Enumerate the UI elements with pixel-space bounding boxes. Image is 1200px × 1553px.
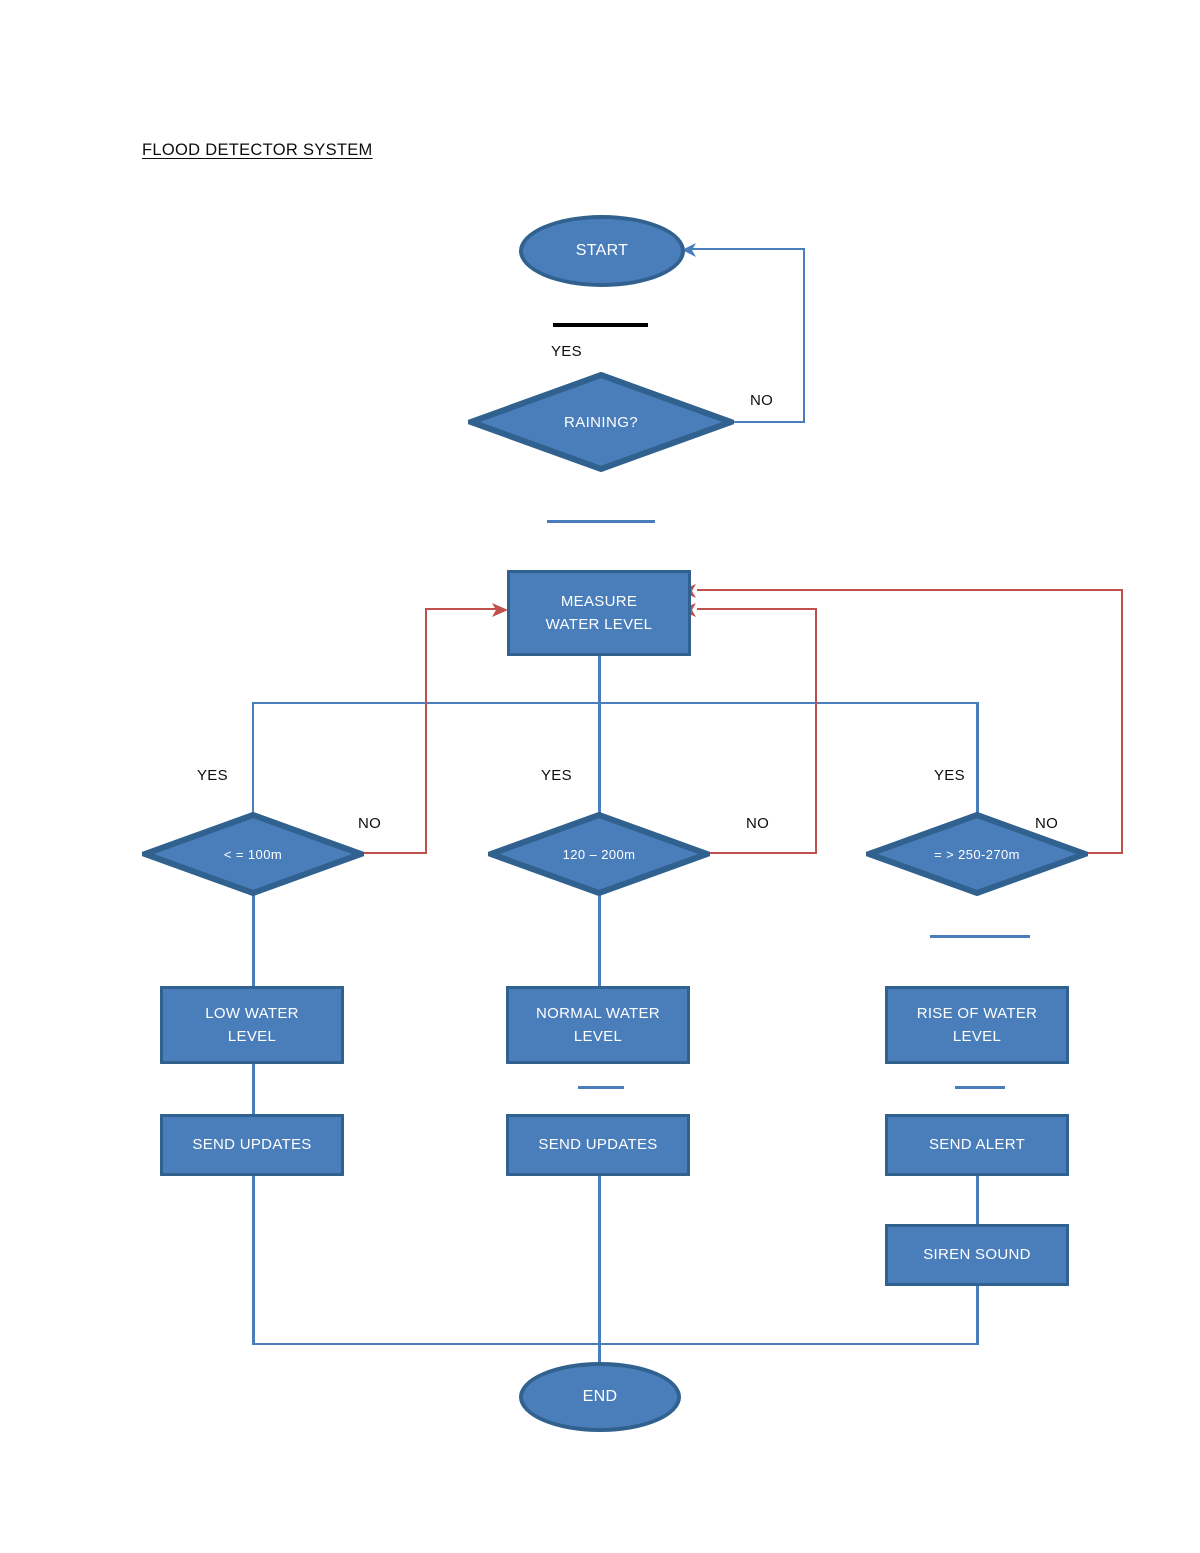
- divider-line-start: [553, 323, 648, 327]
- edge-label-low-no: NO: [358, 815, 382, 832]
- edge-normal-no-vertical: [815, 608, 817, 854]
- edge-normal-no-horizontal: [705, 852, 817, 854]
- node-normal-water-line1: NORMAL WATER: [536, 1004, 660, 1022]
- node-low-water-line1: LOW WATER: [205, 1004, 299, 1022]
- edge-raining-no-vertical: [803, 249, 805, 422]
- edge-label-raining-yes: YES: [551, 343, 582, 360]
- edge-bus-to-cond-rise: [976, 702, 979, 830]
- node-send-updates-left-label: SEND UPDATES: [192, 1136, 312, 1154]
- edge-raining-yes-stub: [547, 520, 655, 523]
- edge-normal-to-send-updates-stub: [578, 1086, 624, 1089]
- node-send-alert-label: SEND ALERT: [928, 1136, 1026, 1154]
- page-title: FLOOD DETECTOR SYSTEM: [142, 141, 373, 159]
- edge-bus-to-cond-normal: [598, 702, 601, 830]
- node-rise-of-water-level[interactable]: RISE OF WATER LEVEL: [885, 986, 1069, 1064]
- edge-rise-no-horizontal: [1083, 852, 1123, 854]
- edge-distribution-bus: [252, 702, 978, 704]
- edge-send-alert-to-siren: [976, 1176, 979, 1224]
- node-raining[interactable]: RAINING?: [468, 372, 734, 472]
- diamond-shape: [488, 812, 710, 896]
- edge-left-branch-down-to-bus: [252, 1176, 255, 1344]
- node-normal-water-level[interactable]: NORMAL WATER LEVEL: [506, 986, 690, 1064]
- node-measure-line2: WATER LEVEL: [545, 616, 653, 633]
- edge-rise-no-vertical: [1121, 589, 1123, 854]
- diamond-shape: [142, 812, 364, 896]
- edge-rise-yes-stub: [930, 935, 1030, 938]
- node-send-updates-center-label: SEND UPDATES: [538, 1136, 658, 1154]
- node-end-label: END: [582, 1387, 618, 1405]
- node-measure-water-level[interactable]: MEASURE WATER LEVEL: [507, 570, 691, 656]
- node-end[interactable]: END: [519, 1362, 681, 1432]
- edge-right-branch-down-to-bus: [976, 1286, 979, 1344]
- node-condition-normal[interactable]: 120 – 200m: [488, 812, 710, 896]
- node-send-updates-left[interactable]: SEND UPDATES: [160, 1114, 344, 1176]
- edge-raining-no-horizontal-bottom: [732, 421, 805, 423]
- diamond-shape: [468, 372, 734, 472]
- node-low-water-line2: LEVEL: [227, 1028, 277, 1045]
- edge-center-branch-to-end: [598, 1176, 601, 1370]
- edge-normal-yes-down: [598, 894, 601, 986]
- diamond-shape: [866, 812, 1088, 896]
- node-start[interactable]: START: [519, 215, 685, 287]
- node-rise-water-line1: RISE OF WATER: [916, 1004, 1038, 1022]
- node-send-updates-center[interactable]: SEND UPDATES: [506, 1114, 690, 1176]
- edge-label-normal-yes: YES: [541, 767, 572, 784]
- arrowhead-into-start: [682, 243, 696, 257]
- edge-label-rise-no: NO: [1035, 815, 1059, 832]
- edge-low-yes-down: [252, 894, 255, 986]
- node-send-alert[interactable]: SEND ALERT: [885, 1114, 1069, 1176]
- node-condition-low[interactable]: < = 100m: [142, 812, 364, 896]
- node-siren-sound-label: SIREN SOUND: [923, 1246, 1031, 1264]
- edge-low-no-horizontal-top: [425, 608, 497, 610]
- node-rise-water-line2: LEVEL: [952, 1028, 1002, 1045]
- node-normal-water-line2: LEVEL: [573, 1028, 623, 1045]
- node-siren-sound[interactable]: SIREN SOUND: [885, 1224, 1069, 1286]
- edge-label-rise-yes: YES: [934, 767, 965, 784]
- edge-raining-no-horizontal-top: [692, 248, 805, 250]
- edge-normal-no-horizontal-top: [697, 608, 817, 610]
- edge-low-no-horizontal: [359, 852, 427, 854]
- node-measure-line1: MEASURE: [560, 592, 638, 610]
- edge-rise-to-send-alert-stub: [955, 1086, 1005, 1089]
- edge-label-normal-no: NO: [746, 815, 770, 832]
- edge-measure-down-stub: [598, 656, 601, 704]
- edge-label-raining-no: NO: [750, 392, 774, 409]
- node-start-label: START: [575, 241, 629, 259]
- edge-end-collector-bus: [252, 1343, 979, 1345]
- edge-rise-no-horizontal-top: [697, 589, 1123, 591]
- edge-low-to-send-updates: [252, 1064, 255, 1114]
- node-low-water-level[interactable]: LOW WATER LEVEL: [160, 986, 344, 1064]
- edge-low-no-vertical: [425, 608, 427, 854]
- edge-label-low-yes: YES: [197, 767, 228, 784]
- edge-bus-to-cond-low: [252, 702, 254, 830]
- arrowhead-measure-left: [492, 603, 508, 617]
